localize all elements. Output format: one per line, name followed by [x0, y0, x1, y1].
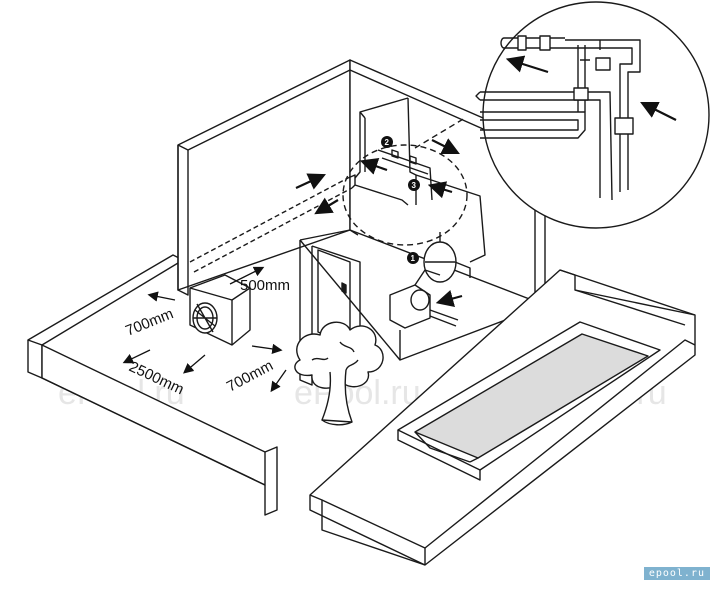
- arrow-flow-2: [314, 197, 339, 215]
- dimension-700mm-back: 700mm: [224, 357, 276, 395]
- marker-2: 2: [381, 136, 393, 148]
- yard-wall-left: [27, 254, 278, 516]
- svg-text:3: 3: [412, 181, 417, 190]
- detail-callout: [342, 117, 468, 246]
- flow-arrows: [295, 55, 677, 308]
- arrow-flow-1: [295, 173, 326, 190]
- detail-zoom-circle: [475, 1, 710, 229]
- arrow-flow-6: [435, 290, 463, 308]
- marker-1: 1: [407, 252, 419, 264]
- arrow-flow-5: [427, 181, 453, 199]
- dimension-700mm-side: 700mm: [123, 305, 176, 340]
- svg-text:1: 1: [411, 254, 416, 263]
- filter-pump-equipment: [389, 232, 471, 329]
- svg-text:2: 2: [385, 138, 390, 147]
- arrow-flow-3: [359, 158, 388, 175]
- arrow-flow-4: [431, 138, 460, 154]
- brand-logo: epool.ru: [643, 567, 710, 580]
- arrow-detail-in: [640, 102, 677, 121]
- marker-3: 3: [408, 179, 420, 191]
- dimension-lines: [122, 266, 287, 393]
- arrow-detail-out: [505, 55, 549, 74]
- dimension-500mm: 500mm: [240, 277, 290, 294]
- tree-illustration: [294, 321, 384, 426]
- heat-pump-unit: [189, 274, 251, 346]
- pool-basin: [397, 321, 661, 481]
